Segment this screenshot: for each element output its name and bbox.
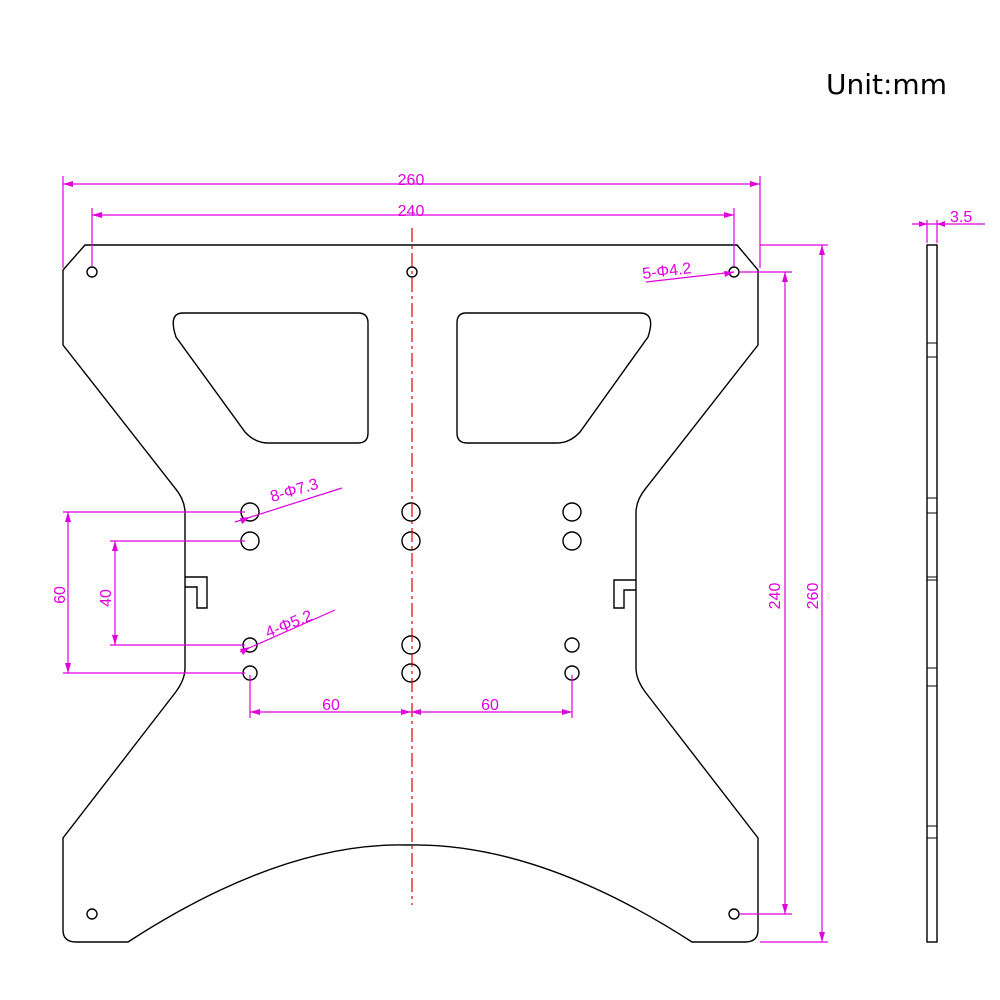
dim-text: 60 [481, 697, 499, 714]
unit-label: Unit:mm [826, 68, 947, 101]
dim-hole-span-width: 240 [91, 203, 735, 266]
dim-text: 260 [805, 583, 822, 610]
dim-overall-width: 260 [62, 172, 761, 268]
small-holes [242, 637, 580, 681]
hole [401, 502, 421, 522]
callout-text: 8-Φ7.3 [268, 476, 320, 506]
hole [401, 635, 421, 655]
left-notch [185, 576, 208, 609]
right-cutout [456, 312, 652, 444]
side-view [926, 244, 938, 943]
dim-text: 3.5 [950, 209, 972, 226]
hole [728, 908, 740, 920]
dim-thickness: 3.5 [912, 209, 985, 243]
hole [562, 502, 582, 522]
callout-small-holes: 4-Φ5.2 [239, 607, 336, 655]
callout-text: 5-Φ4.2 [641, 260, 692, 283]
hole [401, 663, 421, 683]
hole [401, 531, 421, 551]
dim-text: 60 [52, 586, 69, 604]
callout-corner-holes: 5-Φ4.2 [641, 260, 735, 283]
left-cutout [172, 312, 369, 444]
dim-text: 40 [98, 589, 115, 607]
dim-hole-span-height: 240 [740, 271, 792, 915]
dim-spacing-vertical-inner: 40 [98, 540, 245, 646]
callout-text: 4-Φ5.2 [263, 607, 315, 641]
dim-text: 240 [767, 583, 784, 610]
dim-spacing-horizontal: 60 60 [249, 675, 573, 718]
dim-spacing-vertical-outer: 60 [52, 511, 245, 674]
hole [86, 266, 98, 278]
right-notch [613, 579, 636, 609]
plate-outline [62, 244, 759, 943]
hole [562, 531, 582, 551]
large-holes [240, 502, 582, 683]
dim-text: 260 [398, 172, 425, 189]
dim-text: 60 [322, 697, 340, 714]
dim-text: 240 [398, 203, 425, 220]
dim-overall-height: 260 [760, 244, 828, 943]
callout-large-holes: 8-Φ7.3 [234, 476, 343, 524]
hole [86, 908, 98, 920]
hole [564, 637, 580, 653]
